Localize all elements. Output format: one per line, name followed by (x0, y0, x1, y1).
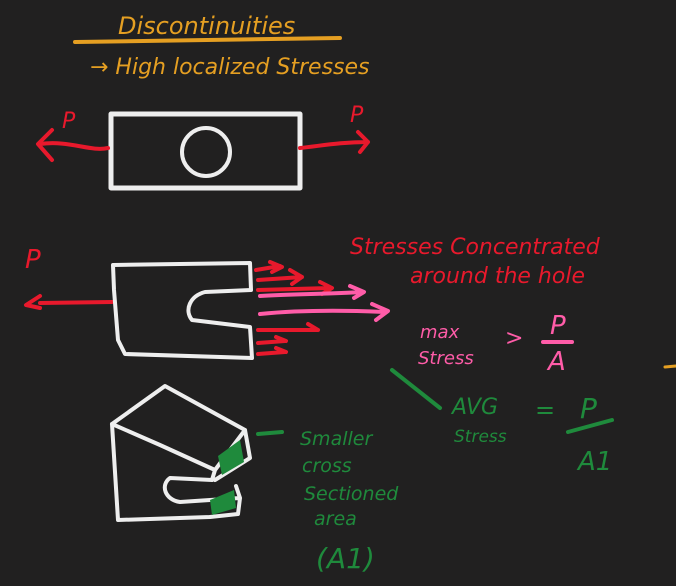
plate-rectangle (108, 111, 303, 191)
right-load-arrow (298, 130, 370, 154)
stress-arrows-pink (258, 284, 390, 322)
area-label-line1: Smaller (300, 428, 373, 450)
left-load-arrow (36, 128, 110, 162)
avg-pointer (390, 368, 442, 410)
fig1-load-right-label: P (350, 103, 364, 128)
fig2-load-left-label: P (25, 245, 41, 275)
max-relation: > (505, 326, 523, 351)
heading-subtitle: → High localized Stresses (90, 55, 370, 80)
max-label-line2: Stress (418, 348, 474, 369)
avg-numerator: P (580, 392, 597, 425)
max-denominator: A (546, 347, 566, 377)
avg-label-line1: AVG (450, 395, 498, 420)
title-underline (73, 36, 342, 44)
area-label-line3: Sectioned (304, 483, 399, 505)
max-label-line1: max (420, 322, 460, 343)
fig1-load-left-label: P (62, 109, 76, 134)
max-numerator: P (550, 311, 566, 341)
area-label-line2: cross (302, 455, 352, 477)
stress-arrows-red (254, 260, 334, 356)
avg-label-line2: Stress (454, 427, 507, 447)
stress-note-line2: around the hole (410, 264, 585, 289)
orange-mark (663, 364, 676, 369)
fig2-left-load-arrow (24, 294, 114, 310)
avg-relation: = (535, 396, 555, 424)
heading-title: Discontinuities (118, 12, 295, 40)
cross-section-hatch-top (218, 440, 244, 475)
half-plate-section (111, 261, 254, 360)
avg-denominator: A1 (576, 447, 612, 477)
hole-circle (180, 126, 232, 178)
cross-section-hatch-bottom (210, 490, 236, 515)
area-label-line5: (A1) (316, 542, 375, 575)
avg-fraction-bar (566, 418, 614, 434)
stress-note-line1: Stresses Concentrated (350, 235, 601, 260)
area-pointer (256, 430, 284, 436)
area-label-line4: area (314, 508, 357, 530)
